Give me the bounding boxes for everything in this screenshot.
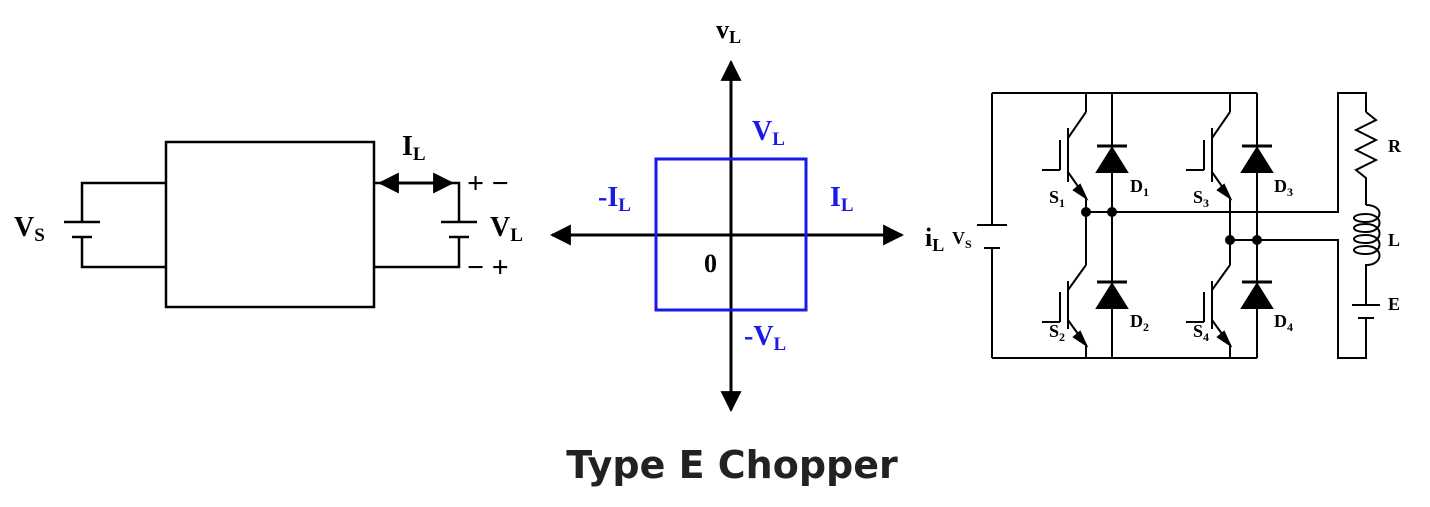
horizontal-axis-label: iL <box>925 223 944 255</box>
midpoint-a-wire <box>1086 92 1367 213</box>
resistor-symbol <box>1353 111 1379 205</box>
resistor-label: R <box>1388 136 1402 156</box>
bridge-circuit <box>977 92 1381 359</box>
vertical-axis-label: vL <box>716 15 741 47</box>
diode-d4-symbol <box>1240 280 1274 309</box>
source-wires <box>80 181 166 269</box>
block-diagram <box>64 140 477 309</box>
diode-d2-symbol <box>1095 280 1129 309</box>
operating-region <box>654 157 808 312</box>
source-voltage-label: VS <box>14 212 45 246</box>
switch-s4-label: S4 <box>1193 321 1209 344</box>
inductor-symbol <box>1353 204 1381 305</box>
diode-d1-symbol <box>1095 144 1129 173</box>
inductor-label: L <box>1388 230 1400 250</box>
switch-s2-symbol <box>1042 264 1089 348</box>
junction-dot-b2 <box>1252 235 1262 245</box>
junction-dot-b1 <box>1225 235 1235 245</box>
diode-d4-label: D4 <box>1274 311 1293 334</box>
circuit-source-label: VS <box>952 228 972 251</box>
diode-d1-label: D1 <box>1130 176 1149 199</box>
load-wires <box>374 181 461 269</box>
midpoint-b-wire <box>1230 239 1367 359</box>
load-current-label: IL <box>402 131 426 165</box>
right-current-label: IL <box>830 182 854 216</box>
diode-d3-symbol <box>1240 144 1274 173</box>
top-polarity-signs: + − <box>467 167 509 200</box>
switch-s1-label: S1 <box>1049 187 1065 210</box>
quadrant-diagram <box>549 59 905 413</box>
switch-s3-symbol <box>1186 111 1233 201</box>
switch-s2-label: S2 <box>1049 321 1065 344</box>
switch-s4-symbol <box>1186 264 1233 348</box>
top-voltage-label: VL <box>752 116 785 150</box>
diode-d2-label: D2 <box>1130 311 1149 334</box>
junction-dot-a2 <box>1107 207 1117 217</box>
emf-label: E <box>1388 294 1400 314</box>
load-voltage-label: VL <box>490 212 523 246</box>
origin-label: 0 <box>704 249 717 278</box>
caption: Type E Chopper <box>566 443 898 487</box>
left-current-label: -IL <box>598 182 631 216</box>
switch-s3-label: S3 <box>1193 187 1209 210</box>
bottom-voltage-label: -VL <box>744 321 786 355</box>
chopper-block <box>164 140 376 309</box>
junction-dot-a1 <box>1081 207 1091 217</box>
switch-s1-symbol <box>1042 111 1089 201</box>
diode-d3-label: D3 <box>1274 176 1293 199</box>
bottom-polarity-signs: − + <box>467 251 509 284</box>
